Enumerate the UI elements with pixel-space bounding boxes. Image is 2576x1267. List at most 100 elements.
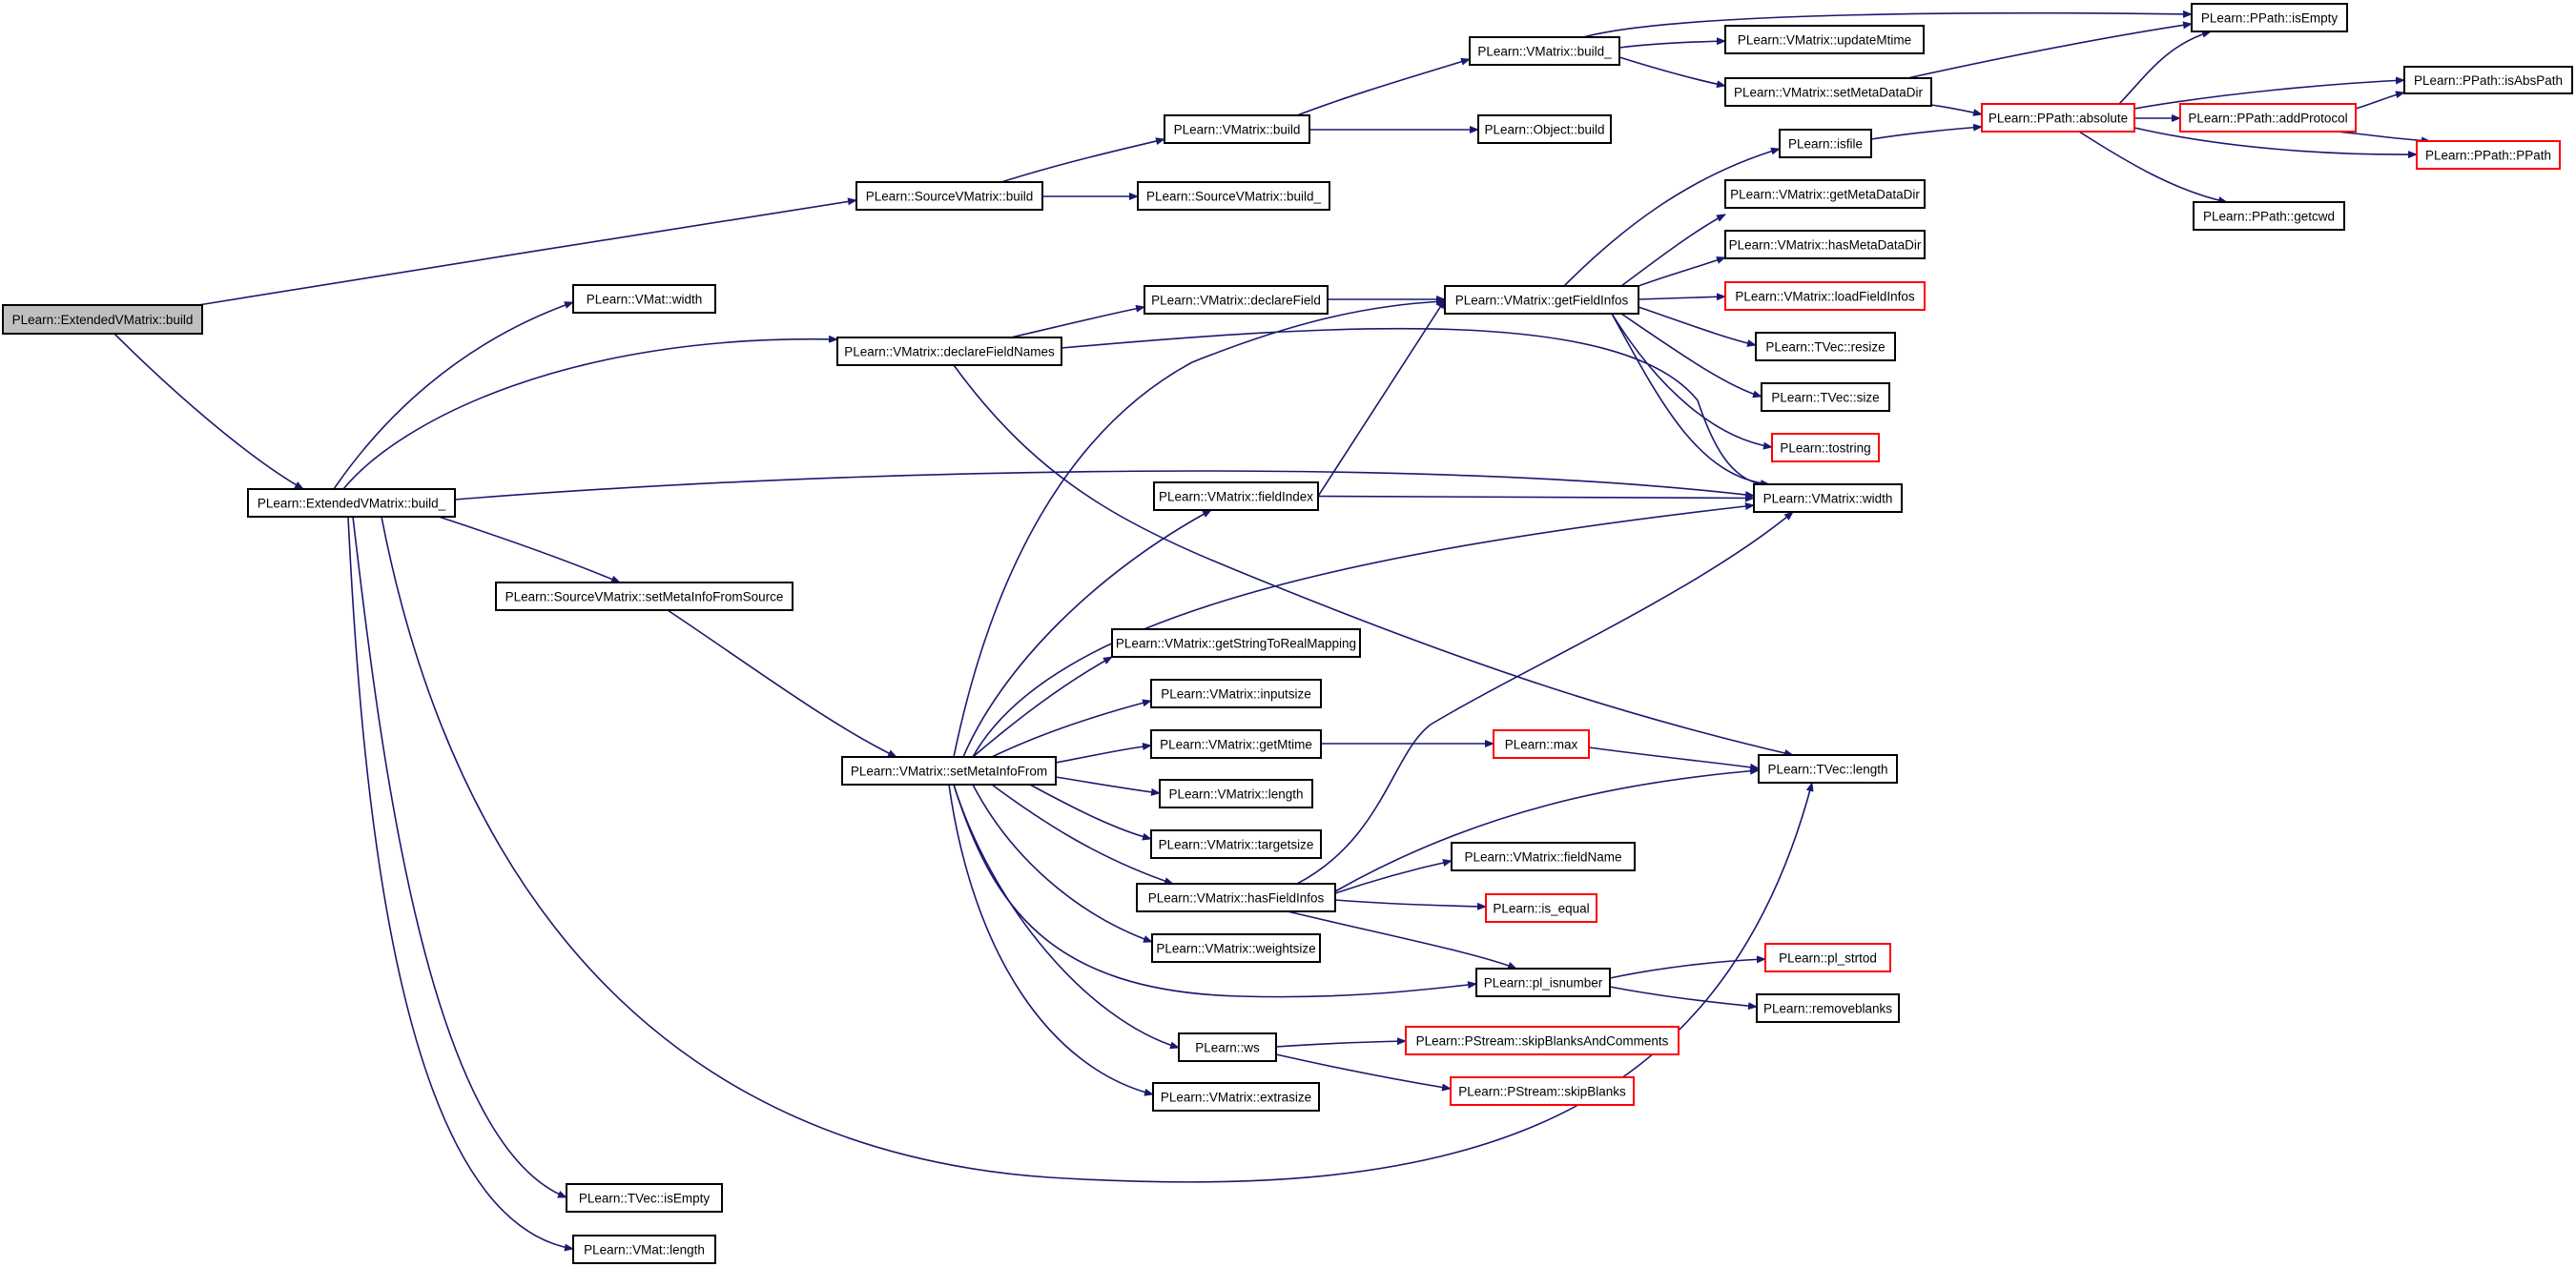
graph-node[interactable]: PLearn::VMatrix::build_ — [1469, 36, 1620, 66]
graph-node[interactable]: PLearn::VMatrix::setMetaDataDir — [1724, 77, 1932, 107]
node-box[interactable] — [1136, 883, 1336, 912]
graph-node[interactable]: PLearn::ws — [1178, 1032, 1277, 1062]
node-box[interactable] — [1755, 332, 1896, 361]
node-box[interactable] — [1485, 893, 1597, 923]
graph-node[interactable]: PLearn::VMatrix::declareFieldNames — [836, 337, 1062, 366]
graph-node[interactable]: PLearn::VMatrix::setMetaInfoFrom — [841, 756, 1057, 786]
node-box[interactable] — [1764, 943, 1891, 972]
node-box[interactable] — [1150, 679, 1322, 708]
graph-node[interactable]: PLearn::VMatrix::getFieldInfos — [1444, 285, 1639, 315]
graph-node[interactable]: PLearn::VMatrix::declareField — [1144, 285, 1329, 315]
node-box[interactable] — [1178, 1032, 1277, 1062]
graph-node[interactable]: PLearn::VMatrix::getStringToRealMapping — [1111, 628, 1361, 658]
node-box[interactable] — [1164, 114, 1310, 144]
graph-node[interactable]: PLearn::PStream::skipBlanksAndComments — [1405, 1026, 1680, 1055]
node-box[interactable] — [1151, 933, 1321, 963]
node-box[interactable] — [1756, 993, 1900, 1023]
graph-node[interactable]: PLearn::PStream::skipBlanks — [1450, 1076, 1635, 1106]
node-box[interactable] — [1150, 729, 1322, 759]
graph-node[interactable]: PLearn::SourceVMatrix::build_ — [1137, 181, 1330, 211]
node-box[interactable] — [1981, 103, 2135, 133]
node-box[interactable] — [841, 756, 1057, 786]
node-box[interactable] — [1450, 1076, 1635, 1106]
node-box[interactable] — [1493, 729, 1590, 759]
node-box[interactable] — [495, 582, 793, 611]
graph-node[interactable]: PLearn::VMatrix::length — [1159, 779, 1313, 808]
node-box[interactable] — [836, 337, 1062, 366]
node-box[interactable] — [1724, 281, 1926, 311]
graph-node[interactable]: PLearn::is_equal — [1485, 893, 1597, 923]
node-box[interactable] — [1150, 829, 1322, 859]
node-box[interactable] — [572, 1235, 716, 1264]
graph-node[interactable]: PLearn::PPath::isAbsPath — [2403, 66, 2573, 94]
node-box[interactable] — [1144, 285, 1329, 315]
graph-node[interactable]: PLearn::Object::build — [1477, 114, 1612, 144]
graph-node[interactable]: PLearn::PPath::addProtocol — [2179, 103, 2357, 133]
graph-node[interactable]: PLearn::VMatrix::inputsize — [1150, 679, 1322, 708]
graph-node[interactable]: PLearn::VMatrix::extrasize — [1152, 1082, 1320, 1112]
node-box[interactable] — [572, 284, 716, 314]
node-box[interactable] — [1779, 129, 1872, 158]
graph-node[interactable]: PLearn::VMatrix::loadFieldInfos — [1724, 281, 1926, 311]
graph-node[interactable]: PLearn::tostring — [1771, 433, 1880, 462]
graph-node[interactable]: PLearn::TVec::resize — [1755, 332, 1896, 361]
node-box[interactable] — [1469, 36, 1620, 66]
graph-node[interactable]: PLearn::pl_strtod — [1764, 943, 1891, 972]
node-box[interactable] — [2193, 201, 2345, 231]
node-box[interactable] — [1153, 481, 1319, 511]
node-box[interactable] — [1753, 483, 1903, 513]
node-box[interactable] — [1137, 181, 1330, 211]
node-box[interactable] — [1724, 179, 1926, 209]
node-box[interactable] — [1475, 968, 1611, 997]
node-box[interactable] — [1761, 382, 1890, 412]
graph-node[interactable]: PLearn::VMatrix::hasFieldInfos — [1136, 883, 1336, 912]
graph-node[interactable]: PLearn::VMatrix::updateMtime — [1724, 25, 1925, 54]
graph-node[interactable]: PLearn::isfile — [1779, 129, 1872, 158]
graph-node[interactable]: PLearn::ExtendedVMatrix::build — [2, 304, 203, 335]
graph-node[interactable]: PLearn::PPath::PPath — [2416, 140, 2561, 170]
graph-node[interactable]: PLearn::PPath::getcwd — [2193, 201, 2345, 231]
graph-node[interactable]: PLearn::VMatrix::weightsize — [1151, 933, 1321, 963]
graph-node[interactable]: PLearn::PPath::isEmpty — [2191, 3, 2348, 32]
node-box[interactable] — [1405, 1026, 1680, 1055]
graph-node[interactable]: PLearn::pl_isnumber — [1475, 968, 1611, 997]
graph-node[interactable]: PLearn::max — [1493, 729, 1590, 759]
graph-node[interactable]: PLearn::ExtendedVMatrix::build_ — [247, 488, 456, 518]
node-box[interactable] — [1111, 628, 1361, 658]
node-box[interactable] — [1152, 1082, 1320, 1112]
graph-node[interactable]: PLearn::SourceVMatrix::setMetaInfoFromSo… — [495, 582, 793, 611]
graph-node[interactable]: PLearn::SourceVMatrix::build — [855, 181, 1043, 211]
node-box[interactable] — [2191, 3, 2348, 32]
node-box[interactable] — [2403, 66, 2573, 94]
node-box[interactable] — [2416, 140, 2561, 170]
node-box[interactable] — [2, 304, 203, 335]
node-box[interactable] — [1477, 114, 1612, 144]
graph-node[interactable]: PLearn::VMatrix::width — [1753, 483, 1903, 513]
graph-node[interactable]: PLearn::VMatrix::fieldName — [1451, 842, 1636, 871]
node-box[interactable] — [1159, 779, 1313, 808]
graph-node[interactable]: PLearn::VMat::length — [572, 1235, 716, 1264]
graph-node[interactable]: PLearn::VMatrix::targetsize — [1150, 829, 1322, 859]
node-box[interactable] — [1451, 842, 1636, 871]
node-box[interactable] — [247, 488, 456, 518]
node-box[interactable] — [1758, 754, 1898, 784]
node-box[interactable] — [855, 181, 1043, 211]
graph-node[interactable]: PLearn::VMatrix::fieldIndex — [1153, 481, 1319, 511]
node-box[interactable] — [1724, 25, 1925, 54]
graph-node[interactable]: PLearn::PPath::absolute — [1981, 103, 2135, 133]
node-box[interactable] — [1444, 285, 1639, 315]
node-box[interactable] — [2179, 103, 2357, 133]
graph-node[interactable]: PLearn::TVec::length — [1758, 754, 1898, 784]
graph-node[interactable]: PLearn::removeblanks — [1756, 993, 1900, 1023]
node-box[interactable] — [1724, 230, 1926, 259]
node-box[interactable] — [566, 1183, 723, 1213]
graph-node[interactable]: PLearn::VMat::width — [572, 284, 716, 314]
node-box[interactable] — [1771, 433, 1880, 462]
graph-node[interactable]: PLearn::VMatrix::getMetaDataDir — [1724, 179, 1926, 209]
graph-node[interactable]: PLearn::TVec::isEmpty — [566, 1183, 723, 1213]
graph-node[interactable]: PLearn::VMatrix::build — [1164, 114, 1310, 144]
graph-node[interactable]: PLearn::VMatrix::getMtime — [1150, 729, 1322, 759]
graph-node[interactable]: PLearn::TVec::size — [1761, 382, 1890, 412]
node-box[interactable] — [1724, 77, 1932, 107]
graph-node[interactable]: PLearn::VMatrix::hasMetaDataDir — [1724, 230, 1926, 259]
